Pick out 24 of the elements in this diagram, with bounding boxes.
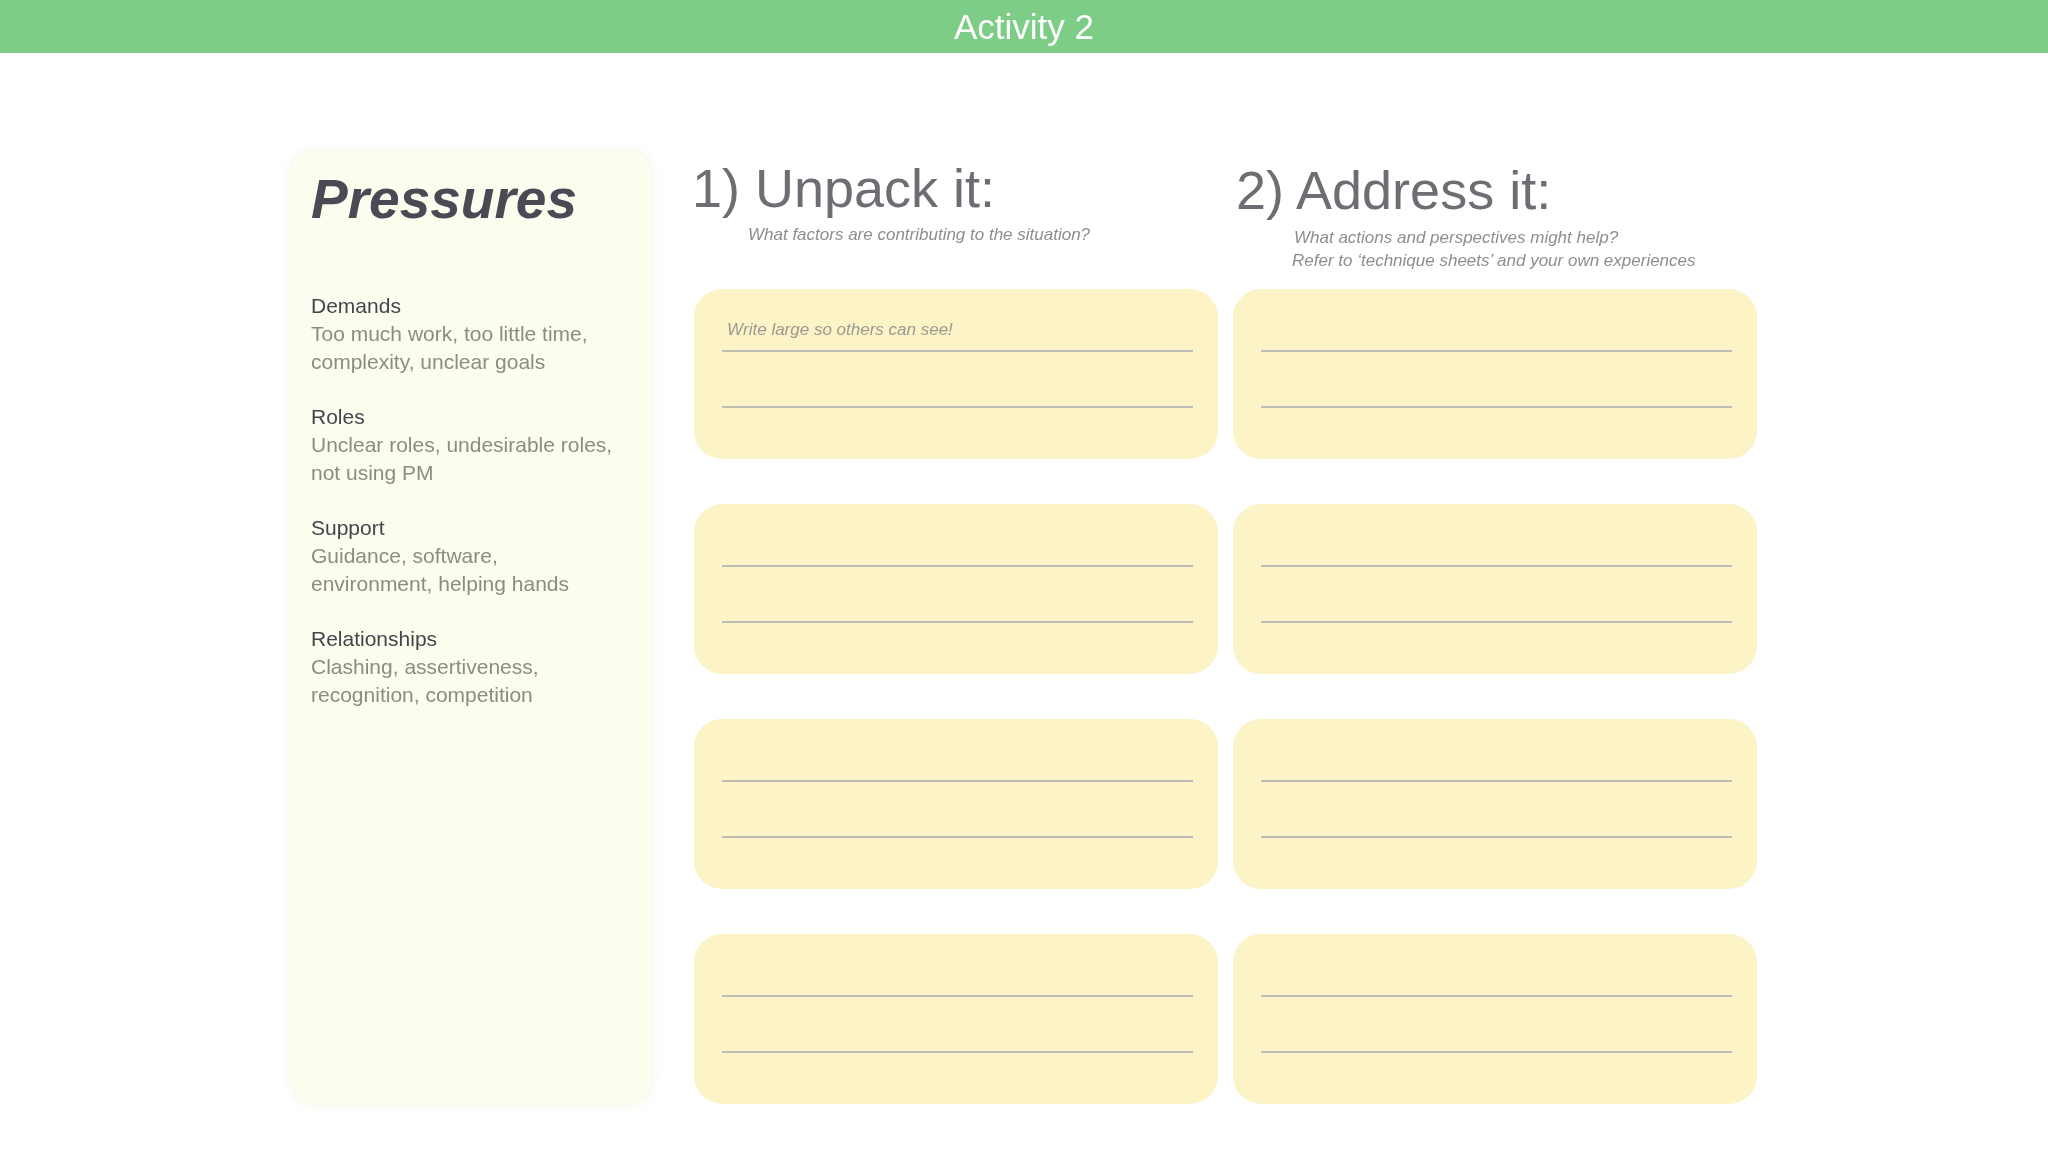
writing-card [1233,934,1757,1104]
category-name: Roles [311,404,365,430]
category-name: Relationships [311,626,438,652]
category-name: Support [311,515,385,541]
slide-title: Activity 2 [953,5,1094,48]
hint-text: Write large so others can see! [727,319,953,341]
writing-card [694,504,1218,674]
writing-card [694,934,1218,1104]
category-description: Too much work, too little time, complexity, unclear goals [311,321,589,375]
category-description: Guidance, software, environment, helping hands [311,543,570,597]
column-subtitle: Refer to ‘technique sheets’ and your own experiences [1292,250,1696,272]
category-description: Clashing, assertiveness, recognition, competition [311,654,540,708]
column-subtitle: What factors are contributing to the situation? [748,224,1091,246]
writing-card [1233,719,1757,889]
column-heading: 2) Address it: [1236,159,1552,221]
writing-card [694,719,1218,889]
panel-heading: Pressures [311,168,578,230]
writing-card [694,289,1218,459]
column-heading: 1) Unpack it: [692,157,996,219]
category-name: Demands [311,293,401,319]
column-subtitle: What actions and perspectives might help? [1294,227,1619,249]
writing-card [1233,289,1757,459]
category-description: Unclear roles, undesirable roles, not using PM [311,432,614,486]
writing-card [1233,504,1757,674]
